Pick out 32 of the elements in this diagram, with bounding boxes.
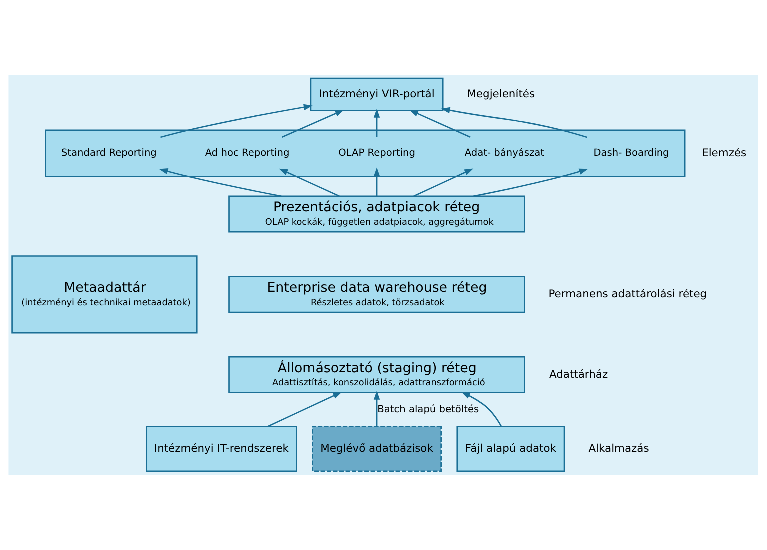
arrow [374,108,380,138]
node-box: Metaadattár (intézményi és technikai metaadatok) [12,256,198,334]
arrow [374,390,380,427]
arrow [282,110,344,138]
node-text: Ad hoc Reporting [205,148,290,160]
arrow [279,168,340,197]
node-box: Prezentációs, adatpiacok réteg OLAP kockák, független adatpiacok, aggregátumok [228,196,526,233]
arrow [441,107,588,138]
node-text: Standard Reporting [61,148,157,160]
arrow [474,168,588,198]
node-text: OLAP Reporting [338,148,416,160]
node-box: Intézményi IT-rendszerek [146,426,298,472]
arrow [374,168,380,196]
node-box: Enterprise data warehouse réteg Részletes adatok, törzsadatok [228,276,526,314]
node-box: Meglévő adatbázisok [312,426,442,472]
node-box: Fájl alapú adatok [456,426,566,472]
node-box: Intézményi VIR-portál [310,78,444,112]
label: Elemzés [702,146,747,160]
arrow [160,104,313,138]
label: Adattárház [550,368,608,381]
edge-label: Batch alapú betöltés [378,404,480,416]
label: Megjelenítés [467,87,536,100]
arrow [159,168,282,198]
label: Permanens adattárolási réteg [548,287,708,300]
node-box: Állomásoztató (staging) réteg Adattisztítás, konszolidálás, adattranszformáció [228,356,526,394]
arrow [414,168,474,197]
arrow [268,392,342,428]
arrow [461,392,502,427]
node-text: Dash- Boarding [594,148,670,160]
arrow [409,110,471,138]
label: Alkalmazás [588,442,650,455]
node-text: Adat- bányászat [464,148,545,160]
